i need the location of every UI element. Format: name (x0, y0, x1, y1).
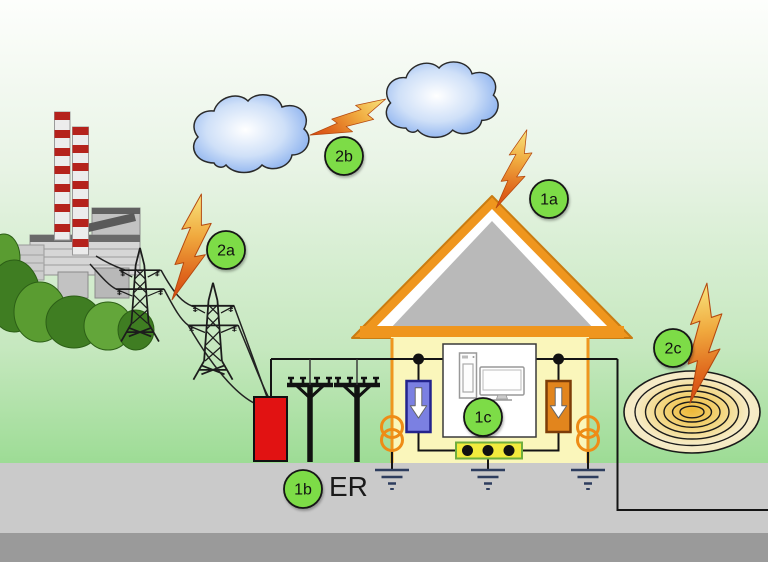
label-1a: 1a (529, 179, 569, 219)
label-2a-text: 2a (217, 243, 235, 260)
label-2c-text: 2c (665, 341, 682, 358)
label-1a-text: 1a (540, 192, 558, 209)
junction-dot (413, 353, 424, 365)
monitor-icon (479, 366, 525, 401)
road-strip (0, 533, 768, 562)
power-plant (0, 111, 155, 351)
label-1c-text: 1c (475, 410, 492, 427)
roof-eave-band (360, 326, 624, 338)
bonding-terminal (462, 445, 473, 456)
junction-dot (553, 353, 564, 365)
spd-right-icon (545, 379, 572, 434)
spd-left-icon (405, 379, 432, 434)
roof-gable (389, 221, 595, 330)
spd-left-bond-wire (417, 432, 456, 452)
label-2b-text: 2b (335, 149, 353, 166)
pc-tower-icon (458, 352, 478, 399)
label-2b: 2b (324, 136, 364, 176)
chimney-icon (54, 111, 71, 241)
bonding-terminal (482, 445, 494, 456)
induction-loop-icon (623, 370, 761, 454)
label-1c: 1c (463, 397, 503, 437)
telecom-line-underground (616, 359, 768, 511)
pole-drop-wires (309, 359, 358, 385)
overhead-power-lines (89, 255, 270, 405)
bonding-bar (455, 441, 523, 460)
label-2a: 2a (206, 230, 246, 270)
er-label: ER (329, 471, 368, 502)
equipment-room (442, 343, 537, 438)
label-1b: 1b (283, 469, 323, 509)
chimney-icon (72, 126, 89, 256)
label-2c: 2c (653, 328, 693, 368)
substation-box (253, 396, 288, 462)
label-1b-text: 1b (294, 482, 312, 499)
bonding-terminal (503, 445, 515, 456)
ground-strip (0, 463, 768, 533)
spd-right-bond-wire (522, 432, 560, 452)
